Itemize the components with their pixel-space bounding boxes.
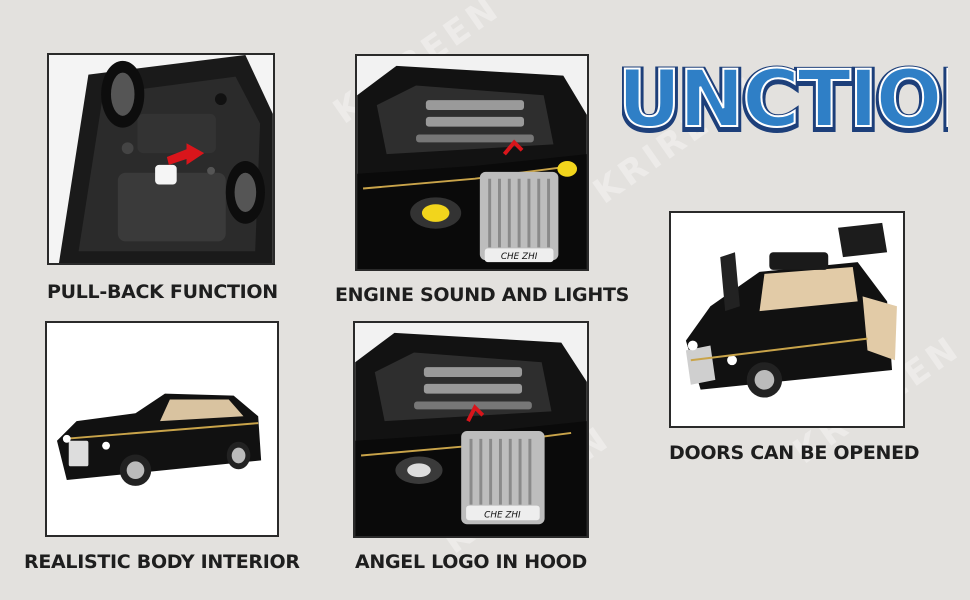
car-side-image [47, 323, 277, 535]
arrow-icon [502, 139, 524, 156]
caption-body-interior: REALISTIC BODY INTERIOR [24, 551, 300, 573]
caption-engine-sound: ENGINE SOUND AND LIGHTS [335, 284, 630, 306]
badge-text: CHE ZHI [484, 510, 521, 520]
panel-doors-opened [669, 211, 905, 428]
panel-pull-back [47, 53, 275, 265]
badge-text: CHE ZHI [501, 252, 538, 262]
car-front-engine-image: CHE ZHI [357, 56, 587, 269]
arrow-icon [166, 143, 205, 165]
panel-engine-sound: CHE ZHI [355, 54, 589, 271]
headline-shadow: FUNCTION [622, 57, 948, 144]
arrow-icon [466, 404, 485, 423]
headline-function: FUNCTION FUNCTION [622, 48, 948, 144]
car-underside-image [49, 55, 273, 263]
car-hood-image: CHE ZHI [355, 323, 587, 536]
car-doors-open-image [671, 213, 903, 426]
caption-pull-back: PULL-BACK FUNCTION [47, 281, 278, 303]
panel-body-interior [45, 321, 279, 537]
panel-angel-logo: CHE ZHI [353, 321, 589, 538]
headline-text: FUNCTION [622, 55, 948, 144]
caption-angel-logo: ANGEL LOGO IN HOOD [354, 551, 587, 573]
caption-doors-opened: DOORS CAN BE OPENED [669, 442, 920, 464]
